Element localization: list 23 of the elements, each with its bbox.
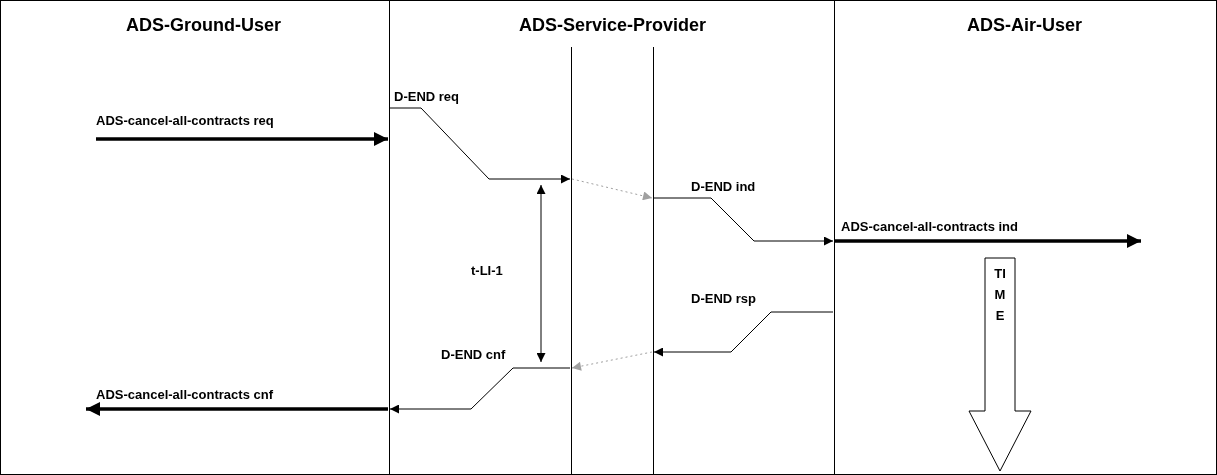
arrow [653, 311, 834, 357]
edge-label: ADS-cancel-all-contracts req [96, 113, 274, 128]
lifeline [653, 47, 654, 474]
column-heading: ADS-Ground-User [126, 15, 281, 36]
edge-label: D-END req [394, 89, 459, 104]
lifeline [571, 47, 572, 474]
edge-label: ADS-cancel-all-contracts cnf [96, 387, 273, 402]
dimension-label: t-LI-1 [471, 263, 503, 278]
column-heading: ADS-Service-Provider [519, 15, 707, 36]
arrow [835, 234, 1141, 248]
arrow [389, 107, 571, 184]
arrow [571, 351, 653, 371]
edge-label: D-END rsp [691, 291, 756, 306]
arrow [389, 367, 571, 414]
arrow [96, 132, 388, 146]
edge-label: D-END ind [691, 179, 756, 194]
time-label: TIME [993, 265, 1007, 325]
column-heading: ADS-Air-User [967, 15, 1083, 36]
arrow [86, 402, 388, 416]
arrow [653, 197, 834, 246]
arrow [571, 178, 653, 201]
edge-label: D-END cnf [441, 347, 506, 362]
edge-label: ADS-cancel-all-contracts ind [841, 219, 1018, 234]
